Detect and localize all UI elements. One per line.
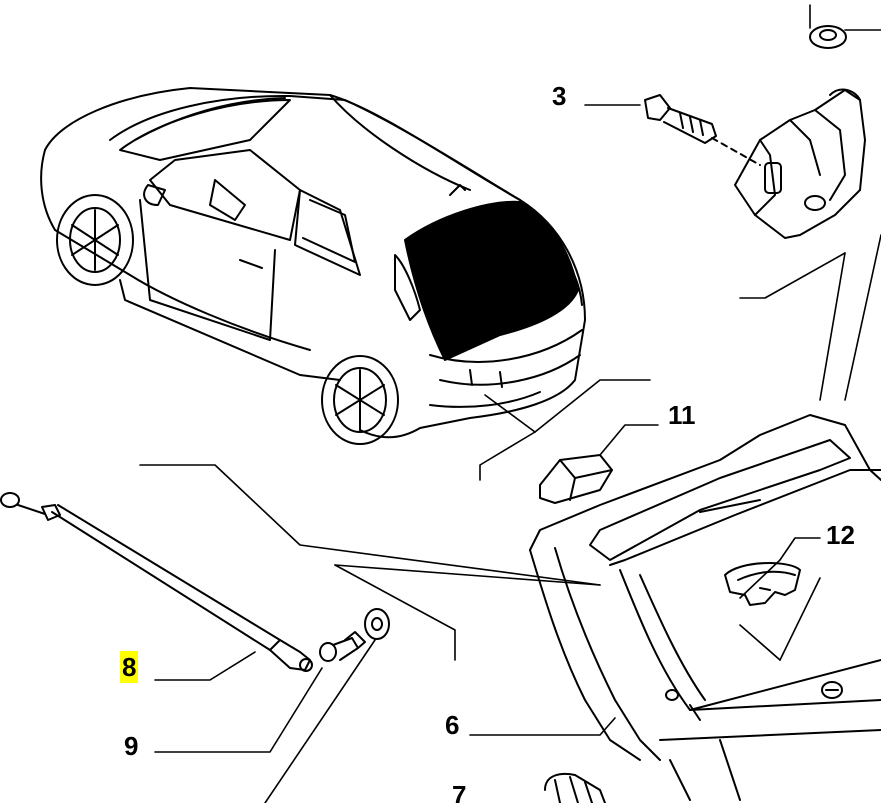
callout-12: 12 xyxy=(826,520,855,550)
callout-8-highlight: 8 xyxy=(120,651,139,683)
buffer-part xyxy=(539,454,613,504)
rear-window xyxy=(404,200,579,361)
gas-strut-part xyxy=(0,492,313,672)
callout-7: 7 xyxy=(452,782,467,803)
leader-lines xyxy=(139,4,881,804)
callout-6: 6 xyxy=(445,710,460,740)
car-illustration xyxy=(40,87,586,445)
pin-part xyxy=(319,608,390,662)
callout-9: 9 xyxy=(124,731,139,761)
callout-11: 11 xyxy=(668,400,696,430)
tailgate-part xyxy=(529,414,881,801)
hinge-part xyxy=(644,25,866,239)
callout-3: 3 xyxy=(552,81,567,111)
callout-8: 8 xyxy=(120,651,139,683)
bushing-part xyxy=(544,772,606,804)
